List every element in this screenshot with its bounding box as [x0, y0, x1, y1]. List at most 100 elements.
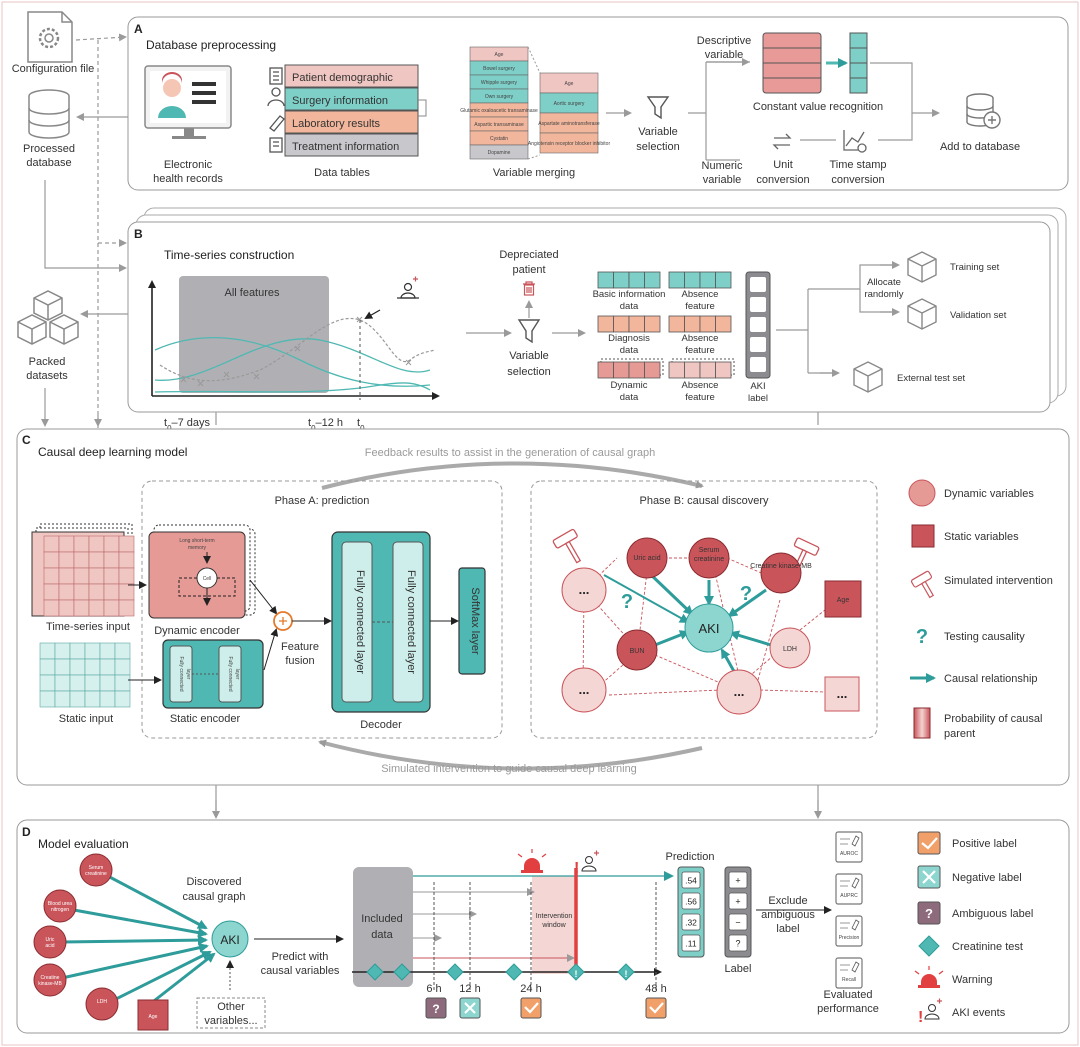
var-selection-b-2: selection [507, 366, 550, 378]
metric-label: Precision [839, 935, 860, 941]
dyn-encoder-label: Dynamic encoder [154, 625, 240, 637]
panel-b-letter: B [134, 227, 143, 241]
training-label: Training set [950, 262, 1000, 273]
other-1: Other [217, 1001, 245, 1013]
data-cell [613, 315, 630, 333]
var-selection-a-2: selection [636, 141, 679, 153]
t-minus-12-h: t0–12 h [308, 417, 343, 433]
basic-info-1: Basic information [593, 289, 666, 300]
softmax-label: SoftMax layer [469, 587, 481, 655]
node-bun: BUN [630, 648, 645, 655]
label-badges: ? [425, 997, 667, 1019]
rail-connectors [41, 33, 128, 428]
box-icon [907, 298, 937, 330]
data-cell [597, 361, 614, 379]
pred-cell [681, 934, 701, 952]
softmax-layer [458, 567, 486, 675]
node-ck-1: Creatine kinase-MB [750, 563, 812, 570]
t-minus-7-days: t0–7 days [164, 417, 211, 433]
external-label: External test set [897, 373, 965, 384]
node-uric: Uric acid [633, 555, 660, 562]
metric-doc-icon: AUPRC [835, 873, 863, 905]
box-icon [907, 251, 937, 283]
fusion-1: Feature [281, 641, 319, 653]
legend-c-4: Causal relationship [944, 673, 1038, 685]
legend-d-1: Negative label [952, 872, 1022, 884]
numeric-1: Numeric [702, 160, 743, 172]
fusion-plus-mark [279, 617, 287, 625]
static-input-grid [39, 642, 131, 708]
arrow-stat-fusion [263, 628, 279, 671]
ts-input-label: Time-series input [46, 621, 130, 633]
exclude-1: Exclude [768, 895, 807, 907]
static-cell [99, 674, 116, 692]
variable-merging-label: Variable merging [493, 167, 575, 179]
legend-d-0: Positive label [952, 838, 1017, 850]
svg-text:!: ! [918, 1009, 923, 1026]
label-column [724, 866, 752, 958]
phase-b-frame [530, 480, 878, 739]
static-cell [99, 642, 116, 660]
unit-label-1: Unit [773, 159, 793, 171]
merge-right-cell [539, 132, 599, 154]
node-serum-1: Serum [699, 547, 720, 554]
decoder-label: Decoder [360, 719, 402, 731]
ts-cell [103, 599, 120, 617]
label-value: ? [735, 939, 740, 949]
ts-cell [43, 583, 60, 601]
config-label-1: Configuration file [12, 63, 95, 75]
question-icon-2: ? [740, 583, 752, 605]
add-database-icon [966, 93, 1001, 129]
hour-6: 6 h [426, 983, 441, 995]
config-file-icon [27, 11, 73, 63]
processed-label-1: Processed [23, 143, 75, 155]
ts-cell [73, 551, 90, 569]
fc-small-1a: Fully connected [178, 656, 184, 691]
data-cell [684, 271, 701, 289]
dynamic-1: Dynamic [611, 380, 648, 391]
simulated-label: Simulated intervention to guide causal d… [381, 763, 637, 775]
data-cell [597, 315, 614, 333]
fc-2-label: Fully connected layer [405, 570, 417, 674]
static-cell [54, 642, 71, 660]
evaluated-1: Evaluated [824, 989, 873, 1001]
decoder: Fully connected layer Fully connected la… [331, 531, 431, 713]
static-encoder: Fully connected layer Fully connected la… [162, 639, 264, 709]
table-label-2: Laboratory results [292, 118, 381, 130]
allocate-1: Allocate [867, 277, 901, 288]
legend-c-3: Testing causality [944, 631, 1025, 643]
table-label-0: Patient demographic [292, 72, 393, 84]
static-cell [84, 690, 101, 708]
aki-marker-2: ! [625, 969, 628, 979]
var-selection-b-1: Variable [509, 350, 549, 362]
phase-a-label: Phase A: prediction [275, 495, 370, 507]
all-features-label: All features [224, 287, 280, 299]
static-cell [99, 690, 116, 708]
node-dots-3: ... [734, 684, 745, 699]
legend-c-0: Dynamic variables [944, 488, 1034, 500]
merge-right-text: Aortic surgery [554, 101, 585, 107]
panel-a-letter: A [134, 22, 143, 36]
prediction-cells: .54.56.32.11 [681, 871, 701, 952]
static-cell [39, 642, 56, 660]
hour-12: 12 h [459, 983, 480, 995]
data-cell [613, 361, 630, 379]
ehr-label-1: Electronic [164, 159, 213, 171]
merge-left-text: Dopamine [488, 150, 511, 156]
diagnosis-2: data [620, 345, 639, 356]
legend-c: ? [908, 479, 936, 739]
phase-b-label: Phase B: causal discovery [639, 495, 769, 507]
fc-small-1b: layer [185, 669, 191, 680]
label-col-label: Label [725, 963, 752, 975]
static-cell [54, 674, 71, 692]
timeline: ! ! ! [352, 849, 674, 990]
static-cell [69, 642, 86, 660]
d-node-label: LDH [97, 999, 107, 1005]
absence-3b: feature [685, 392, 715, 403]
fc-small-2b: layer [234, 669, 240, 680]
merge-left-cell [469, 144, 529, 160]
discovered-graph-edges [61, 872, 216, 1006]
